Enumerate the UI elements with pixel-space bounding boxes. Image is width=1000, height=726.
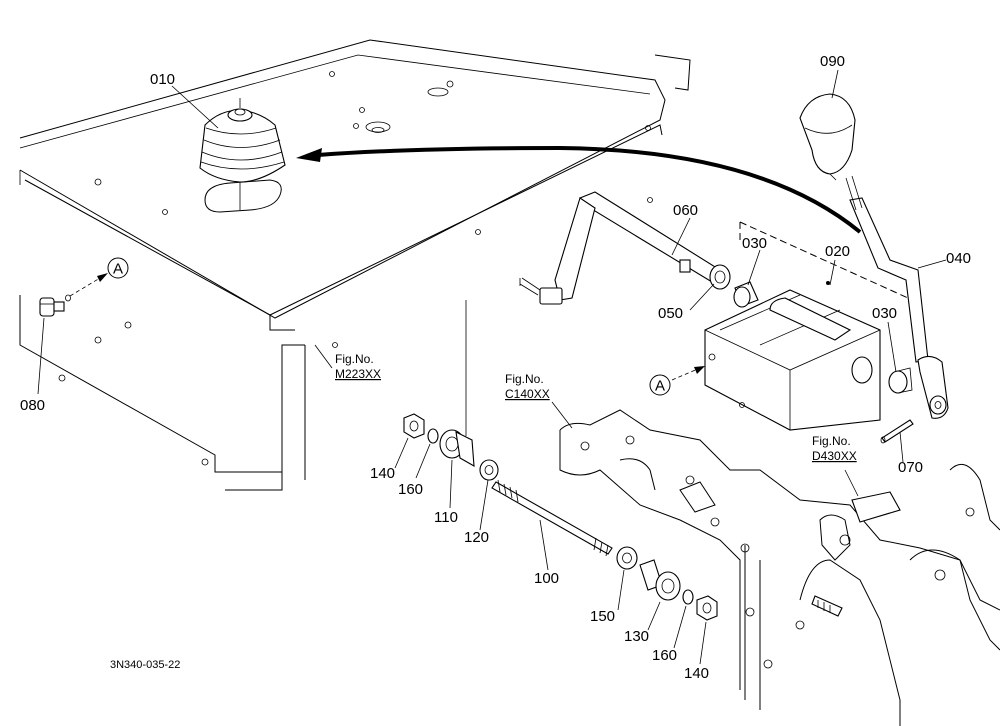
knob-090 — [799, 93, 856, 181]
ring-050 — [709, 264, 731, 290]
pin-070 — [880, 419, 914, 444]
bolt-080 — [39, 273, 108, 317]
rod-end-110 — [439, 300, 475, 467]
label-110: 110 — [434, 509, 458, 526]
part-labels: 010 020 030 030 040 050 060 070 080 090 … — [20, 53, 971, 682]
label-090: 090 — [820, 53, 845, 70]
svg-text:M223XX: M223XX — [335, 367, 381, 381]
nut-120 — [479, 459, 499, 481]
figure-ref-d430: Fig.No. D430XX — [812, 434, 857, 463]
bushing-030-b — [888, 367, 913, 394]
rod-100 — [491, 479, 613, 557]
label-070: 070 — [898, 459, 923, 476]
marker-a-left: A — [107, 257, 129, 279]
bracket-020 — [704, 221, 909, 431]
label-020: 020 — [825, 243, 850, 260]
shift-lever — [845, 175, 949, 419]
label-080: 080 — [20, 397, 45, 414]
svg-text:Fig.No.: Fig.No. — [812, 434, 851, 448]
bushing-030-a — [733, 281, 759, 308]
figure-ref-m223: Fig.No. M223XX — [335, 352, 381, 381]
label-030-a: 030 — [742, 235, 767, 252]
shift-boot — [199, 98, 286, 183]
label-140-b: 140 — [684, 665, 709, 682]
leader-lines — [37, 69, 947, 665]
label-040: 040 — [946, 250, 971, 267]
floor-panel — [19, 39, 691, 491]
svg-text:Fig.No.: Fig.No. — [505, 372, 544, 386]
washer-160-b — [682, 589, 694, 605]
label-100: 100 — [534, 570, 559, 587]
svg-text:A: A — [113, 261, 123, 278]
label-030-b: 030 — [872, 305, 897, 322]
nut-140-a — [403, 413, 425, 439]
svg-text:Fig.No.: Fig.No. — [335, 352, 374, 366]
label-060: 060 — [673, 202, 698, 219]
figure-ref-c140: Fig.No. C140XX — [505, 372, 550, 401]
nut-150 — [616, 546, 638, 570]
transmission-housing — [559, 409, 1000, 726]
label-130: 130 — [624, 628, 649, 645]
label-160-a: 160 — [398, 481, 423, 498]
washer-160-a — [427, 428, 439, 444]
label-140-a: 140 — [370, 465, 395, 482]
label-010: 010 — [150, 71, 175, 88]
svg-text:C140XX: C140XX — [505, 387, 550, 401]
label-050: 050 — [658, 305, 683, 322]
svg-text:A: A — [655, 378, 665, 395]
marker-a-bracket: A — [649, 366, 705, 396]
label-120: 120 — [464, 529, 489, 546]
document-code: 3N340-035-22 — [110, 659, 180, 671]
nut-140-b — [696, 595, 718, 621]
shift-arm — [519, 191, 721, 305]
rod-end-130 — [639, 559, 681, 601]
assembly-arrow — [296, 145, 862, 234]
label-160-b: 160 — [652, 647, 677, 664]
svg-text:D430XX: D430XX — [812, 449, 857, 463]
label-150: 150 — [590, 608, 615, 625]
